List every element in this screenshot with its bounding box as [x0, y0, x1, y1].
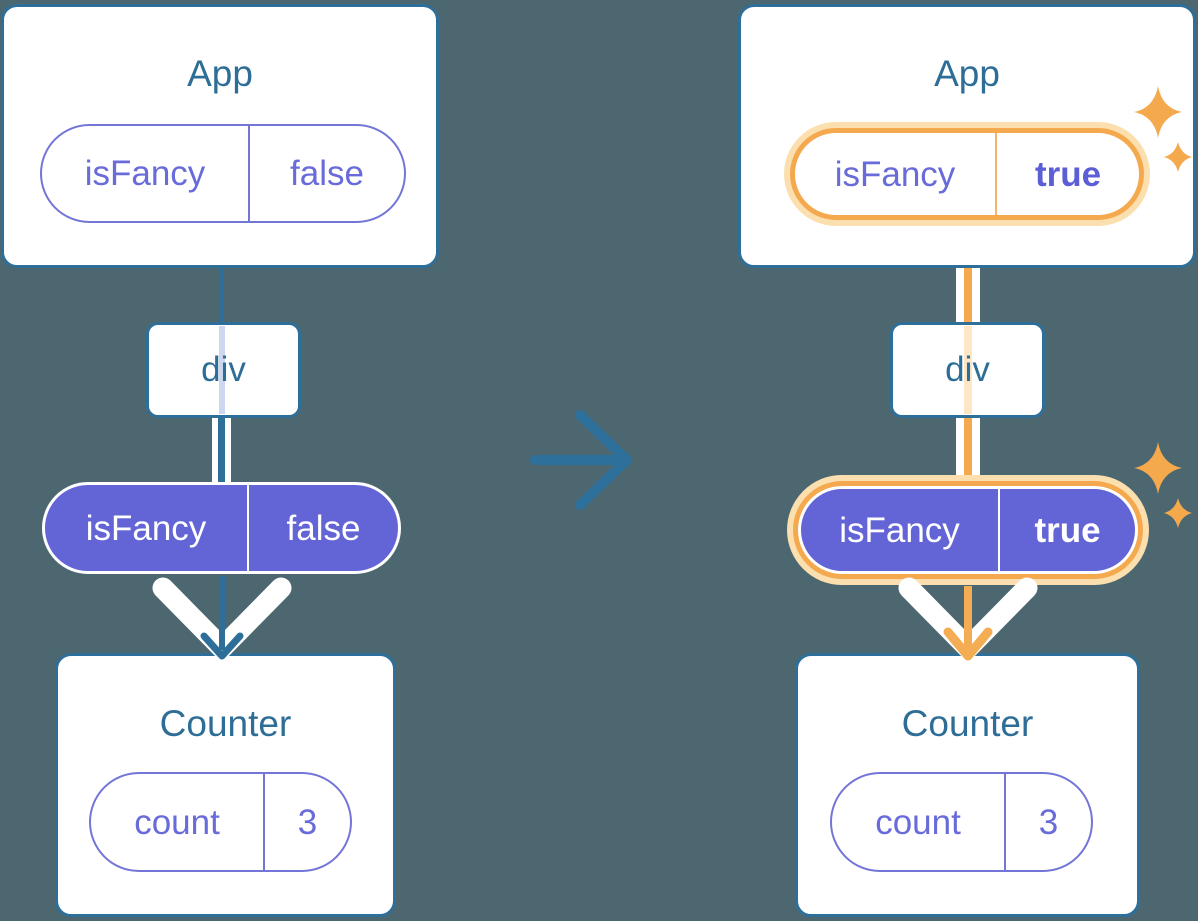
- context-flow-line: [972, 416, 980, 486]
- context-name: isFancy: [839, 510, 960, 550]
- transition-arrow-icon: [530, 410, 632, 510]
- context-flow-line: [956, 266, 964, 324]
- context-thread-line: [219, 326, 225, 414]
- state-name: count: [134, 802, 220, 842]
- context-name: isFancy: [85, 508, 207, 548]
- component-title: App: [934, 53, 1000, 94]
- tree-edge: [219, 266, 224, 324]
- component-title: div: [945, 350, 990, 389]
- context-flow-line: [956, 416, 964, 486]
- state-name: isFancy: [834, 154, 956, 194]
- state-pill: count 3: [830, 772, 1093, 872]
- context-flow-line: [225, 416, 231, 484]
- component-title: App: [187, 53, 253, 94]
- state-pill: count 3: [89, 772, 352, 872]
- state-value: 3: [263, 774, 350, 870]
- pass-down-chevron-icon: [152, 576, 292, 660]
- context-flow-line: [212, 416, 218, 484]
- sparkle-icon: [1134, 442, 1192, 528]
- context-value: true: [998, 489, 1135, 571]
- context-flow-line-orange: [964, 416, 972, 486]
- sparkle-icon: [1134, 86, 1192, 172]
- context-arrow-icon: [943, 586, 993, 661]
- state-name: count: [875, 802, 961, 842]
- context-value: false: [247, 485, 398, 571]
- component-title: div: [201, 350, 246, 389]
- state-pill-highlighted: isFancy true: [790, 128, 1144, 220]
- context-pill: isFancy false: [42, 482, 401, 574]
- context-thread-line: [964, 326, 972, 414]
- state-value: true: [995, 133, 1139, 215]
- state-value: 3: [1004, 774, 1091, 870]
- context-flow-line-orange: [964, 266, 972, 324]
- state-pill: isFancy false: [40, 124, 406, 223]
- tree-edge: [218, 416, 225, 484]
- context-pill-highlighted: isFancy true: [798, 486, 1138, 574]
- context-arrow-icon: [200, 576, 244, 660]
- state-name: isFancy: [84, 154, 206, 193]
- pass-down-chevron-icon: [898, 577, 1038, 661]
- component-title: Counter: [901, 703, 1034, 744]
- context-flow-line: [972, 266, 980, 324]
- component-title: Counter: [159, 703, 292, 744]
- state-value: false: [248, 126, 404, 221]
